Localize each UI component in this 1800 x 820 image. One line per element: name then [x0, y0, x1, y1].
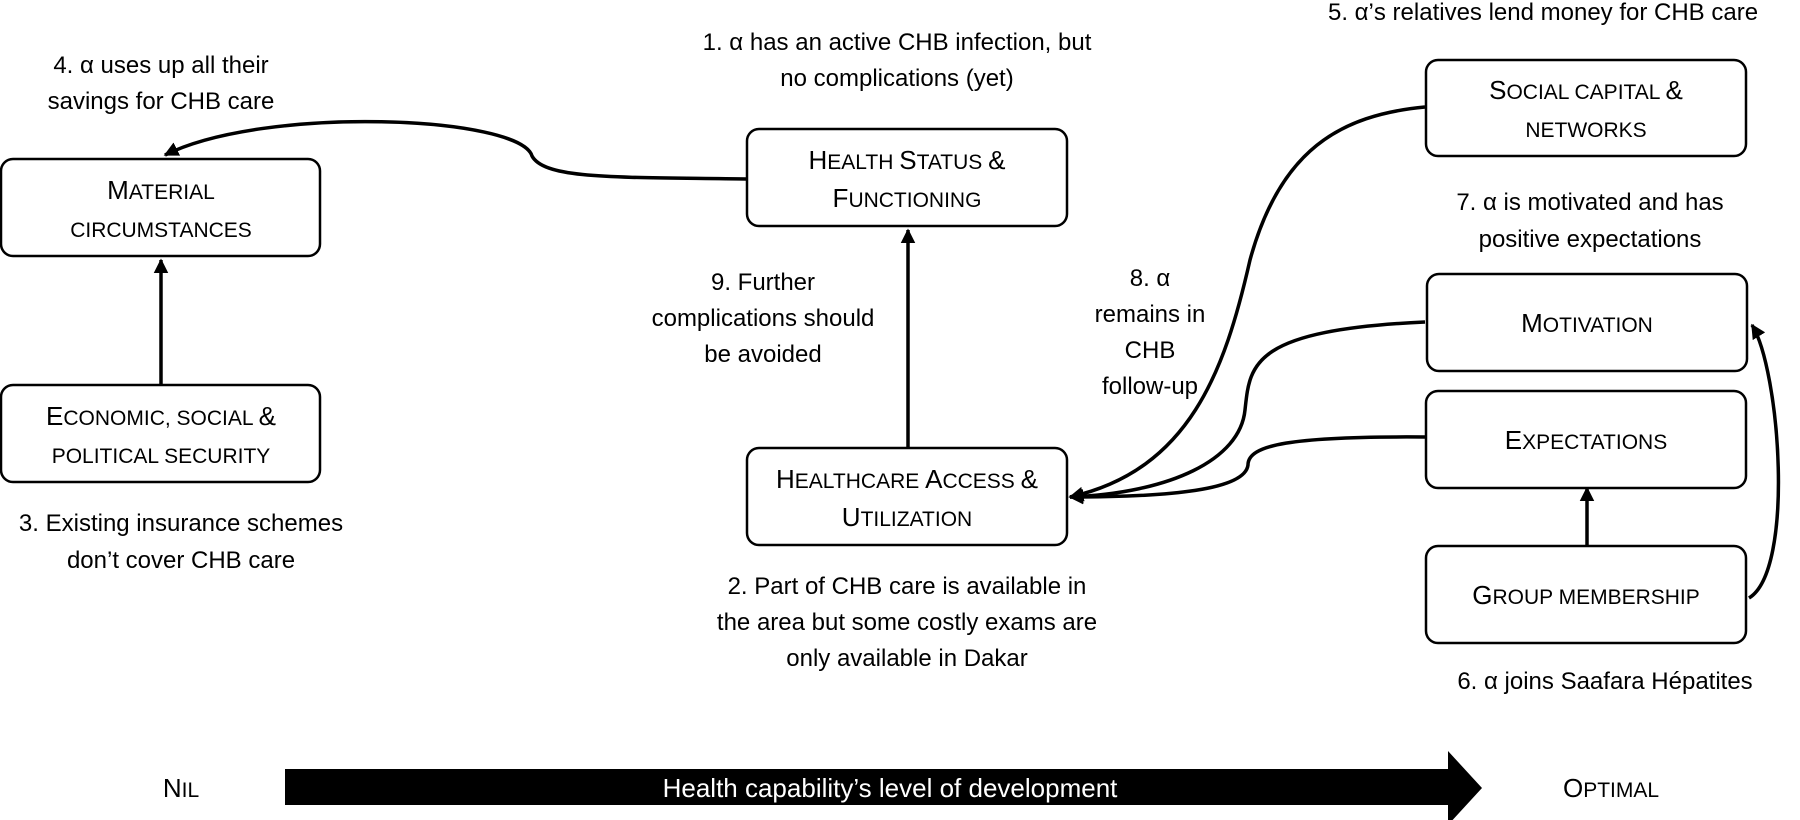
social-capital-line1: SOCIAL CAPITAL & [1489, 75, 1683, 105]
edge-group-to-motivation [1747, 323, 1781, 600]
box-material-circumstances: MATERIAL CIRCUMSTANCES [0, 157, 322, 258]
economic-line2: POLITICAL SECURITY [52, 445, 271, 468]
expectations-line1: EXPECTATIONS [1505, 425, 1667, 455]
health-status-line1: HEALTH STATUS & [809, 145, 1006, 175]
box-group-membership: GROUP MEMBERSHIP [1424, 544, 1748, 645]
box-motivation: MOTIVATION [1425, 272, 1749, 373]
note-5: 5. α’s relatives lend money for CHB care [1328, 0, 1758, 26]
healthcare-access-line1: HEALTHCARE ACCESS & [776, 464, 1038, 494]
healthcare-access-line2: UTILIZATION [842, 502, 972, 532]
development-scale-label: Health capability’s level of development [663, 773, 1119, 803]
edge-health-status-to-material [163, 119, 748, 181]
box-health-status: HEALTH STATUS & FUNCTIONING [745, 127, 1069, 228]
edge-expectations-to-access [1068, 435, 1426, 505]
social-capital-line2: NETWORKS [1525, 119, 1646, 142]
development-scale-arrow [285, 751, 1482, 820]
scale-left-label: NIL [163, 773, 199, 803]
box-expectations: EXPECTATIONS [1424, 389, 1748, 490]
group-membership-line1: GROUP MEMBERSHIP [1472, 580, 1700, 610]
edge-social-capital-to-access [1068, 105, 1426, 502]
material-line1: MATERIAL [107, 175, 215, 205]
note-6: 6. α joins Saafara Hépatites [1457, 668, 1752, 695]
motivation-line1: MOTIVATION [1521, 308, 1653, 338]
health-status-line2: FUNCTIONING [833, 183, 982, 213]
economic-line1: ECONOMIC, SOCIAL & [46, 401, 276, 431]
box-economic-security: ECONOMIC, SOCIAL & POLITICAL SECURITY [0, 383, 322, 484]
box-healthcare-access: HEALTHCARE ACCESS & UTILIZATION [745, 446, 1069, 547]
material-line2: CIRCUMSTANCES [70, 219, 252, 242]
scale-right-label: OPTIMAL [1563, 773, 1659, 803]
box-social-capital: SOCIAL CAPITAL & NETWORKS [1424, 58, 1748, 158]
edge-motivation-to-access [1068, 320, 1426, 504]
